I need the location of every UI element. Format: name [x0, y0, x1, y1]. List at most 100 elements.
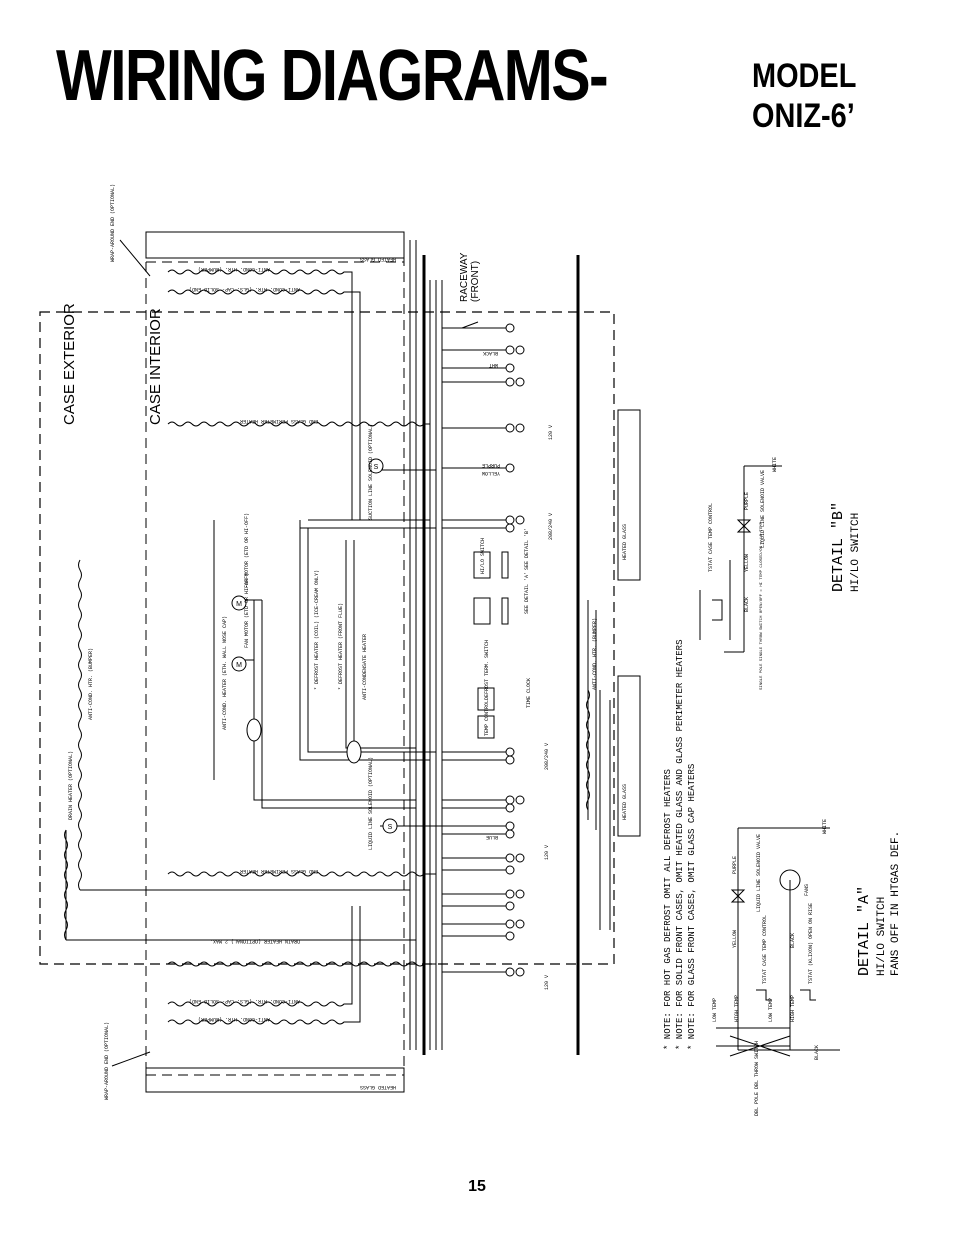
detail-a-fans-label: FANS — [804, 884, 810, 896]
detail-a-schematic — [716, 827, 840, 1057]
terminal-leads — [442, 327, 506, 973]
fan-motor-2-label: FAN MOTOR (ETD OR HI-OFF) — [244, 573, 250, 648]
detail-a-low-temp-1: LOW TEMP — [712, 998, 718, 1022]
detail-a-yellow-label: YELLOW — [732, 930, 738, 948]
detail-b-white-label: WHITE — [772, 457, 778, 472]
door-switch-icon — [461, 321, 479, 329]
anti-cond-gls-cap-top-label: ANTI-COND. HTR. (GLS. CAP- SOLID END) — [189, 286, 300, 292]
note-2: * NOTE: FOR SOLID FRONT CASES, OMIT HEAT… — [675, 640, 685, 1050]
internal-wiring — [64, 469, 611, 941]
heated-glass-bottom-label: HEATED GLASS — [360, 1084, 396, 1090]
detail-b-subtitle: HI/LO SWITCH — [850, 513, 862, 592]
hi-lo-switch-label: HI/LO SWITCH — [480, 538, 486, 574]
detail-a-subtitle-1: HI/LO SWITCH — [876, 897, 888, 976]
anti-condensate-label: ANTI-CONDENSATE HEATER — [362, 634, 368, 700]
end-glass-perimeter-top-label: END GLASS PERIMETER HEATER — [240, 418, 318, 424]
detail-a-white-label: WHITE — [822, 819, 828, 834]
voltage-208-label: 208/240 V — [548, 513, 554, 540]
detail-a-control-label: TSTAT CASE TEMP CONTROL — [762, 915, 768, 984]
detail-a-high-temp-1: HIGH TEMP — [734, 995, 740, 1022]
detail-a-liquid-label: LIQUID LINE SOLENOID VALVE — [756, 834, 762, 912]
terminal-blocks — [505, 323, 525, 977]
plug-connector-icon — [346, 740, 362, 764]
detail-b-title: DETAIL "B" — [830, 502, 847, 592]
defrost-heater-flue-label: * DEFROST HEATER (FRONT FLUE) — [338, 603, 344, 690]
voltage-120-lower-label: 120 V — [544, 845, 550, 860]
note-3: * NOTE: FOR GLASS FRONT CASES, OMIT GLAS… — [687, 764, 697, 1050]
defrost-term-label: DEFROST TERM. SWITCH — [484, 640, 490, 700]
see-detail-a-label: SEE DETAIL 'A' — [524, 572, 530, 614]
detail-a-klixon-label: TSTAT (KLIXON) OPEN ON RISE — [808, 903, 814, 984]
voltage-120-top-label: 120 V — [548, 425, 554, 440]
detail-a-high-temp-2: HIGH TEMP — [790, 995, 796, 1022]
detail-b-yellow-label: YELLOW — [744, 554, 750, 572]
temp-control-label: TEMP CONTROL — [484, 700, 490, 736]
fan-motor-icon — [231, 656, 247, 672]
fan-motor-mark: M — [236, 601, 242, 608]
arrow-wrap-bottom — [111, 1051, 151, 1067]
wrap-around-top-label: WRAP-AROUND END (OPTIONAL) — [110, 184, 116, 262]
wire-black-label: BLACK — [483, 350, 498, 356]
detail-a-black-label: BLACK — [790, 933, 796, 948]
heated-glass-bottom — [145, 1067, 405, 1093]
heated-glass-top-label: HEATED GLASS — [360, 256, 396, 262]
heater-lines-top — [167, 269, 436, 1025]
note-1: * NOTE: FOR HOT GAS DEFROST OMIT ALL DEF… — [663, 769, 673, 1050]
fan-motor-icon — [231, 595, 247, 611]
anti-cond-gls-cap-bottom-label: ANTI-COND. HTR. (GLS. CAP- SOLID END) — [189, 998, 300, 1004]
heated-glass-right-lower — [617, 675, 641, 837]
heated-glass-right-lower-label: HEATED GLASS — [622, 784, 628, 820]
detail-b-switch-label: SINGLE POLE SINGLE THROW SWITCH OPEN/OFF… — [759, 521, 764, 690]
anti-cond-bumper-bottom-label: ANTI-COND. HTR. (BUMPER) — [198, 1016, 270, 1022]
control-boxes — [473, 551, 509, 739]
component-symbols — [231, 458, 398, 834]
voltage-208-lower-label: 208/240 V — [544, 743, 550, 770]
wire-yellow-label: YELLOW — [482, 470, 500, 476]
detail-a-switch-label: DBL POLE DBL THROW SWITCH — [754, 1041, 760, 1116]
drain-heater-max-label: DRAIN HEATER (OPTIONAL) 2 MAX. — [210, 938, 300, 944]
case-exterior-boundary — [39, 311, 615, 965]
detail-a-title: DETAIL "A" — [856, 886, 873, 976]
detail-b-schematic — [699, 465, 782, 653]
liquid-solenoid-mark: S — [388, 824, 393, 831]
see-detail-b-label: SEE DETAIL 'B' — [524, 528, 530, 570]
detail-b-black-label: BLACK — [744, 597, 750, 612]
liquid-solenoid-icon — [382, 818, 398, 834]
arrow-wrap-top — [119, 239, 151, 277]
end-glass-perimeter-bottom-label: END GLASS PERIMETER HEATER — [240, 868, 318, 874]
detail-a-low-temp-2: LOW TEMP — [768, 998, 774, 1022]
plug-connector-icon — [246, 718, 262, 742]
anti-cond-bumper-top-label: ANTI-COND. HTR. (BUMPER) — [198, 266, 270, 272]
anti-cond-bumper-right-label: ANTI-COND. HTR. (BUMPER) — [592, 618, 598, 690]
wrap-around-bottom-label: WRAP-AROUND END (OPTIONAL) — [104, 1022, 110, 1100]
model-heading: MODEL ONIZ-6’ — [752, 56, 856, 136]
heated-glass-right-upper — [617, 409, 641, 581]
heated-glass-right-upper-label: HEATED GLASS — [622, 524, 628, 560]
raceway-sub-label: (FRONT) — [470, 261, 481, 302]
fan-motor-1-label: FAN MOTOR (ETD OR HI-OFF) — [244, 513, 250, 588]
page-number: 15 — [468, 1178, 486, 1195]
suction-solenoid-icon — [368, 458, 384, 474]
model-label: MODEL — [752, 57, 857, 95]
anti-cond-bumper-left-label: ANTI-COND. HTR. (BUMPER) — [88, 648, 94, 720]
detail-a-black-2-label: BLACK — [814, 1045, 820, 1060]
liquid-solenoid-label: LIQUID LINE SOLENOID (OPTIONAL) — [368, 757, 374, 850]
wire-blue-label: BLUE — [486, 834, 498, 840]
wire-white-label: WHT — [489, 362, 498, 368]
detail-b-purple-label: PURPLE — [744, 492, 750, 510]
page-title: WIRING DIAGRAMS- — [56, 36, 609, 116]
time-clock-label: TIME CLOCK — [526, 678, 532, 708]
detail-a-subtitle-2: FANS OFF IN HTGAS DEF. — [890, 831, 902, 976]
wire-purple-label: PURPLE — [482, 462, 500, 468]
suction-solenoid-label: SUCTION LINE SOLENOID (OPTIONAL) — [368, 424, 374, 520]
detail-b-control-label: TSTAT CASE TEMP CONTROL — [708, 503, 714, 572]
drain-heater-label: DRAIN HEATER (OPTIONAL) — [68, 751, 74, 820]
anti-cond-wall-label: ANTI-COND. HEATER (ETH. WALL NOSE CAP) — [222, 616, 228, 730]
raceway-label: RACEWAY — [459, 252, 470, 302]
detail-b-liquid-label: LIQUID LINE SOLENOID VALVE — [760, 470, 766, 548]
case-interior-label: CASE INTERIOR — [147, 308, 164, 425]
heated-glass-top — [145, 231, 405, 259]
fan-motor-mark: M — [236, 662, 242, 669]
